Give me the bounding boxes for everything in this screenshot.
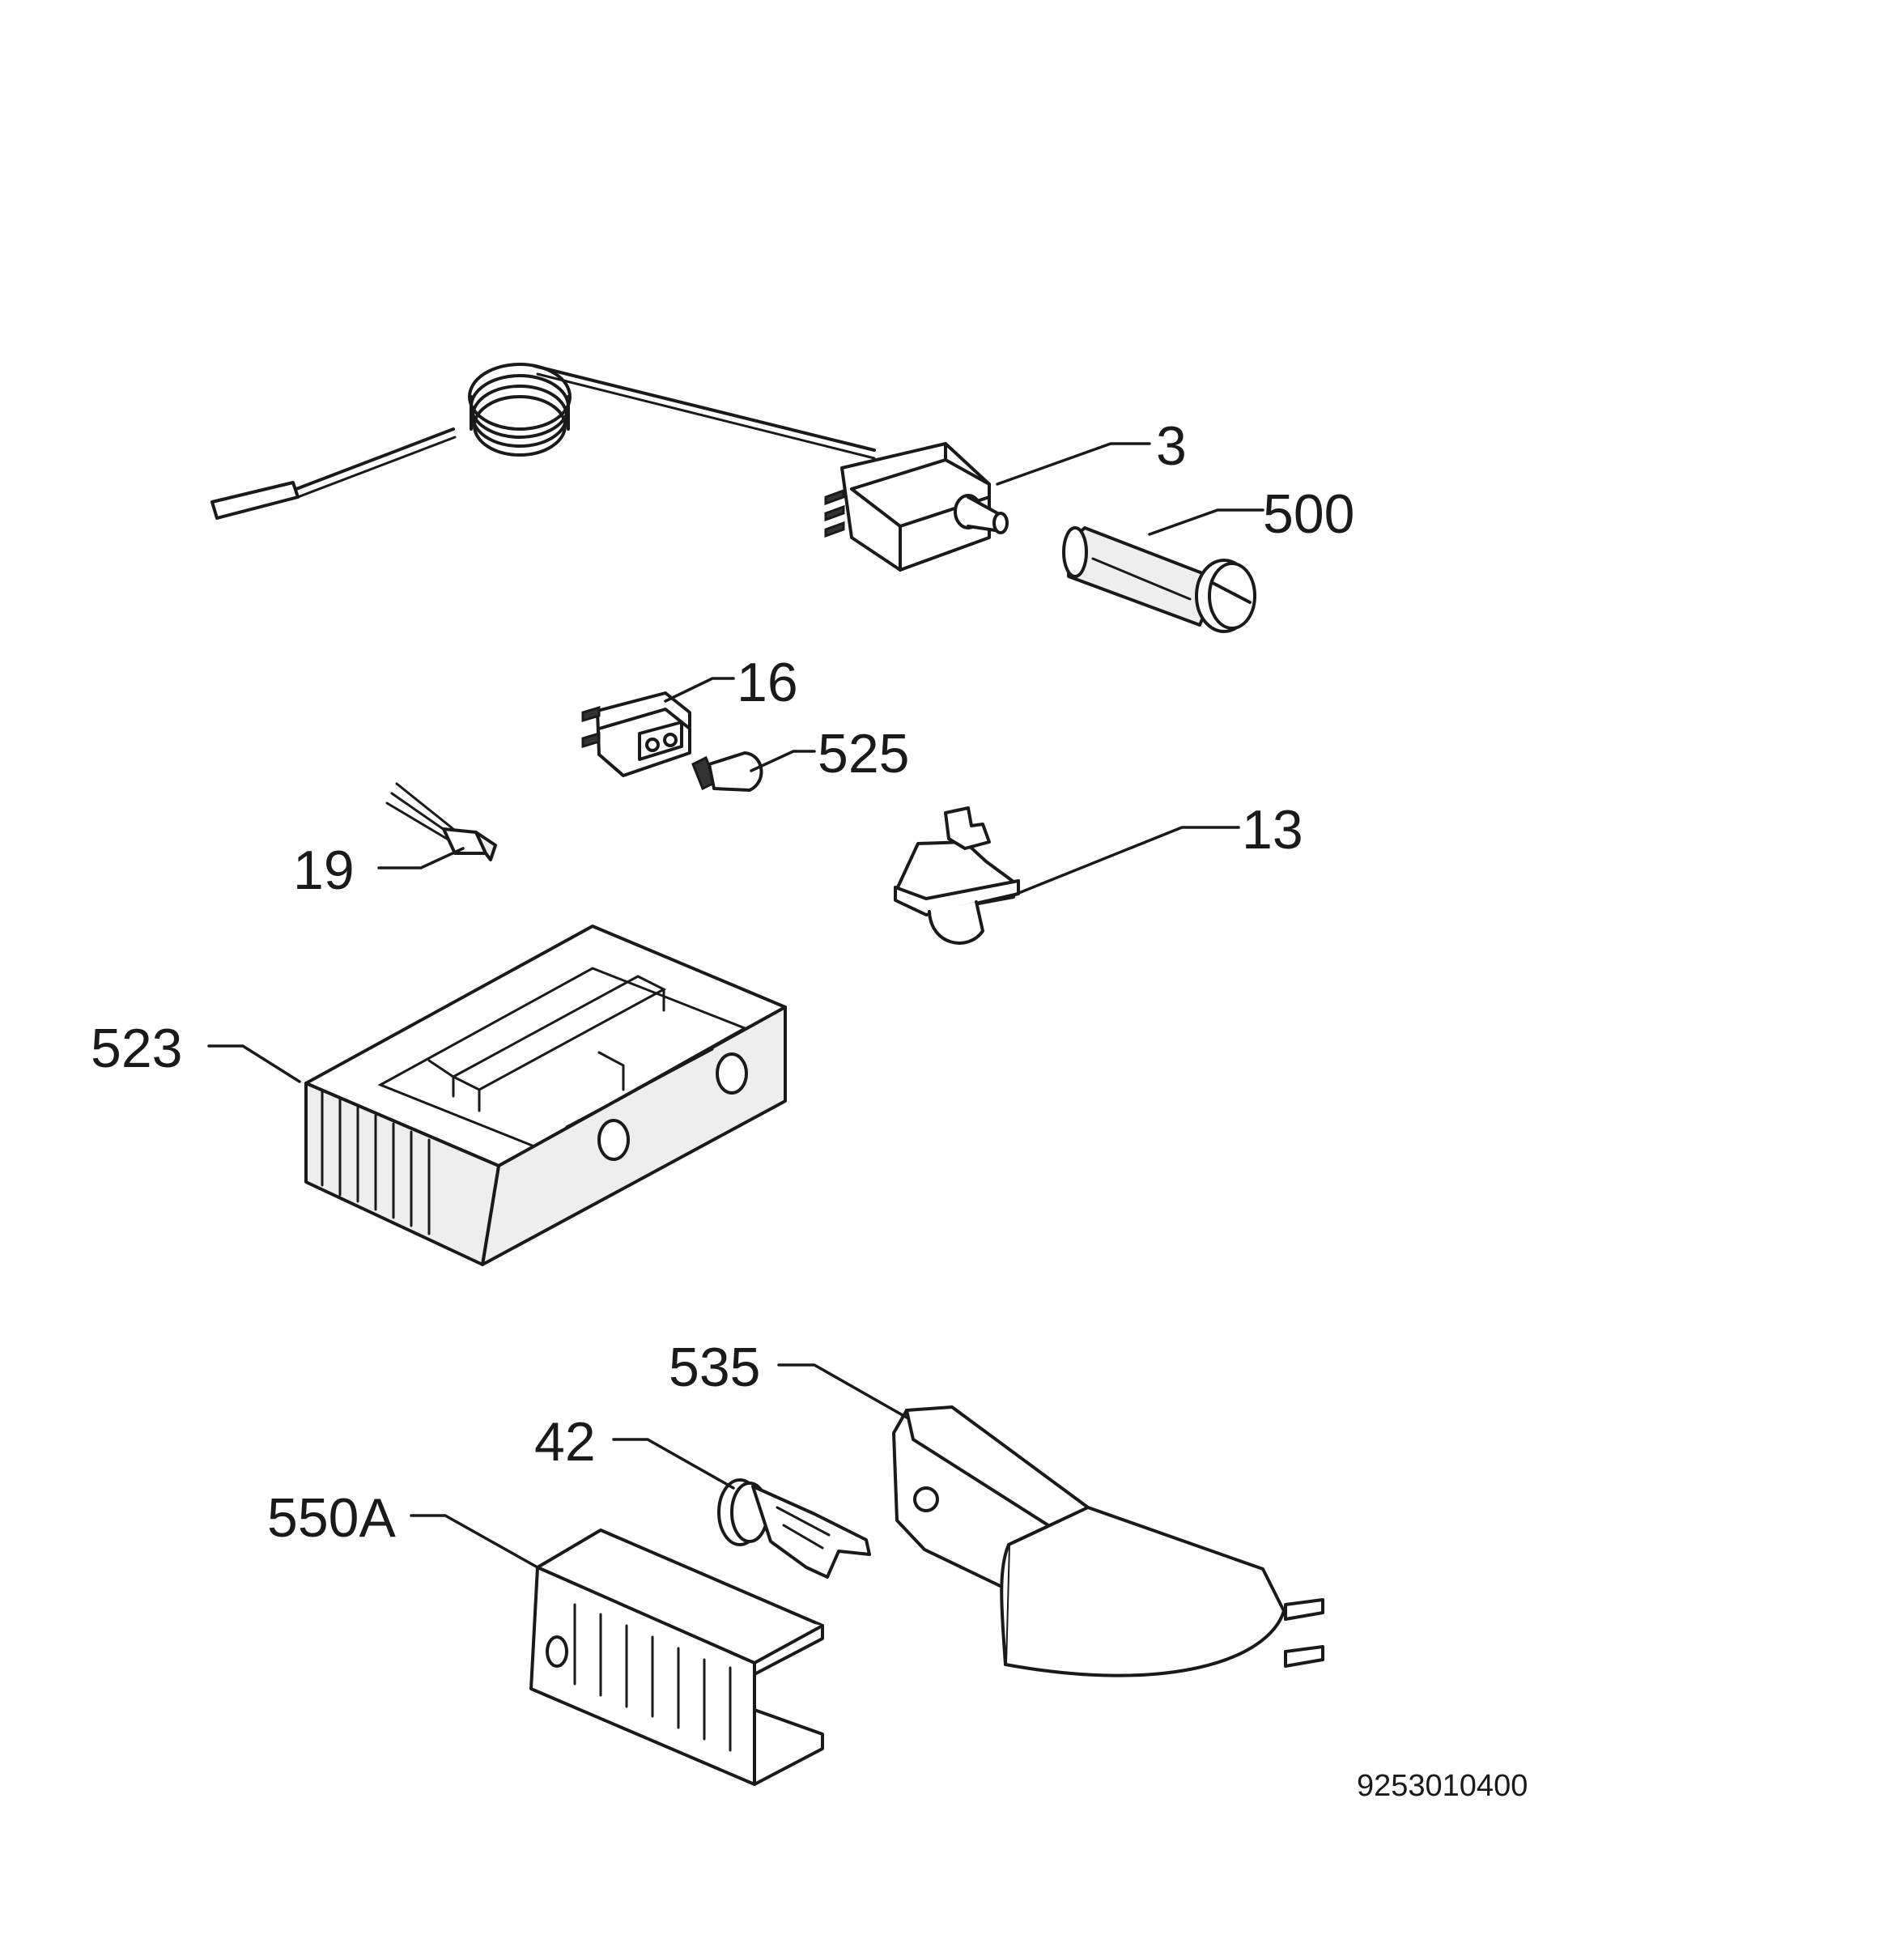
- leader-3: [996, 442, 1151, 486]
- drawing-number: 9253010400: [1357, 1769, 1528, 1803]
- part-thermostat[interactable]: [210, 363, 1009, 572]
- part-switch[interactable]: [581, 691, 691, 777]
- label-13: 13: [1242, 799, 1303, 861]
- leader-13: [1015, 826, 1240, 895]
- leader-16: [664, 677, 735, 703]
- leader-19: [377, 847, 465, 869]
- part-housing[interactable]: [304, 925, 787, 1266]
- leader-525: [750, 750, 816, 772]
- part-knob[interactable]: [1062, 526, 1256, 633]
- leader-523: [207, 1044, 301, 1083]
- label-525: 525: [818, 723, 909, 784]
- part-lamp-holder[interactable]: [717, 1478, 871, 1579]
- part-sensor[interactable]: [385, 782, 497, 861]
- part-lamp-cover[interactable]: [529, 1528, 824, 1786]
- label-19: 19: [293, 840, 355, 901]
- part-door-switch[interactable]: [894, 806, 1020, 945]
- label-550A: 550A: [267, 1487, 396, 1549]
- part-cover[interactable]: [892, 1405, 1324, 1677]
- label-16: 16: [737, 652, 798, 713]
- leader-42: [612, 1438, 735, 1490]
- leader-550A: [410, 1514, 539, 1569]
- label-3: 3: [1156, 415, 1187, 477]
- label-535: 535: [669, 1337, 760, 1398]
- label-500: 500: [1263, 483, 1354, 545]
- leader-500: [1148, 508, 1264, 536]
- part-lamp[interactable]: [691, 751, 763, 792]
- leader-535: [777, 1363, 910, 1420]
- label-42: 42: [534, 1411, 596, 1473]
- label-523: 523: [91, 1018, 182, 1079]
